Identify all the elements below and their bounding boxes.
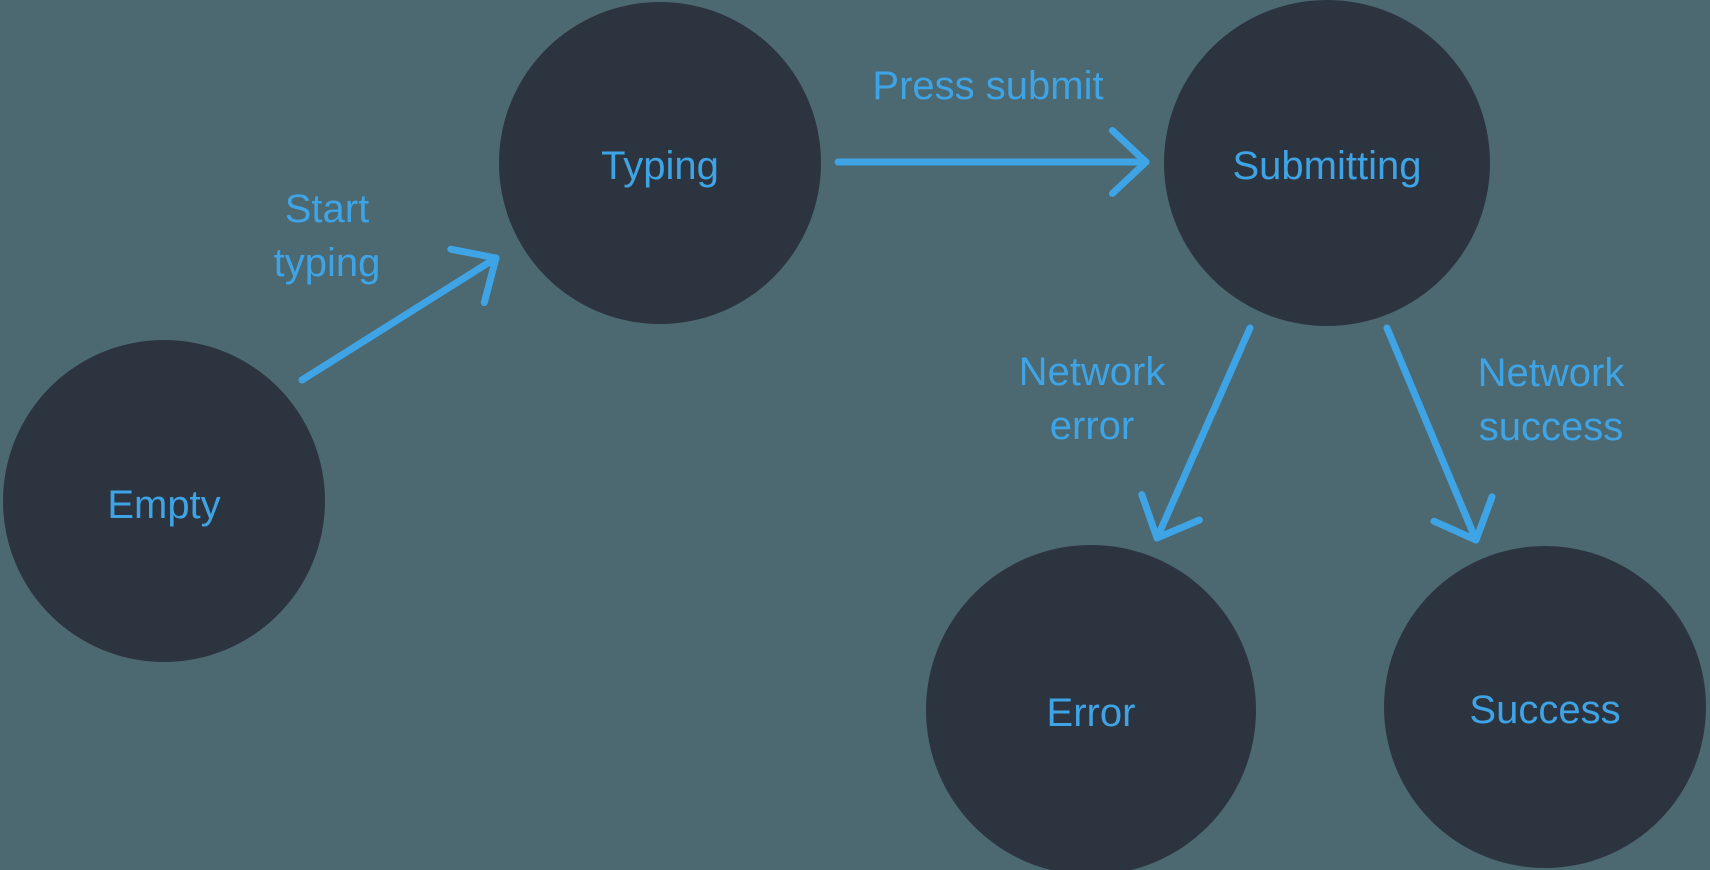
state-label-success: Success <box>1469 688 1620 732</box>
state-node-submitting: Submitting <box>1164 0 1490 326</box>
nodes-layer: Empty Typing Submitting Error Success <box>3 0 1706 870</box>
state-node-typing: Typing <box>499 2 821 324</box>
state-node-success: Success <box>1384 546 1706 868</box>
state-node-empty: Empty <box>3 340 325 662</box>
transition-label-network-success-line1: Network <box>1478 351 1626 395</box>
edges-layer: Start typing Press submit Network error … <box>274 64 1626 544</box>
state-label-submitting: Submitting <box>1233 144 1422 188</box>
transition-label-network-error-line1: Network <box>1019 350 1167 394</box>
state-circle-error <box>926 545 1256 870</box>
transition-arrow-network-success <box>1383 324 1496 544</box>
state-node-error: Error <box>926 545 1256 870</box>
state-circle-empty <box>3 340 325 662</box>
transition-arrow-network-error <box>1138 324 1254 542</box>
state-label-error: Error <box>1047 691 1136 735</box>
state-circle-submitting <box>1164 0 1490 326</box>
transition-label-network-success-line2: success <box>1479 405 1624 449</box>
transition-label-network-error-line2: error <box>1050 404 1134 448</box>
state-circle-typing <box>499 2 821 324</box>
state-circle-success <box>1384 546 1706 868</box>
transition-label-start-typing-line2: typing <box>274 241 381 285</box>
transition-label-start-typing-line1: Start <box>285 187 369 231</box>
transition-arrow-start-typing <box>298 245 500 384</box>
state-label-typing: Typing <box>601 144 719 188</box>
state-label-empty: Empty <box>107 483 220 527</box>
transition-label-press-submit: Press submit <box>872 64 1103 108</box>
